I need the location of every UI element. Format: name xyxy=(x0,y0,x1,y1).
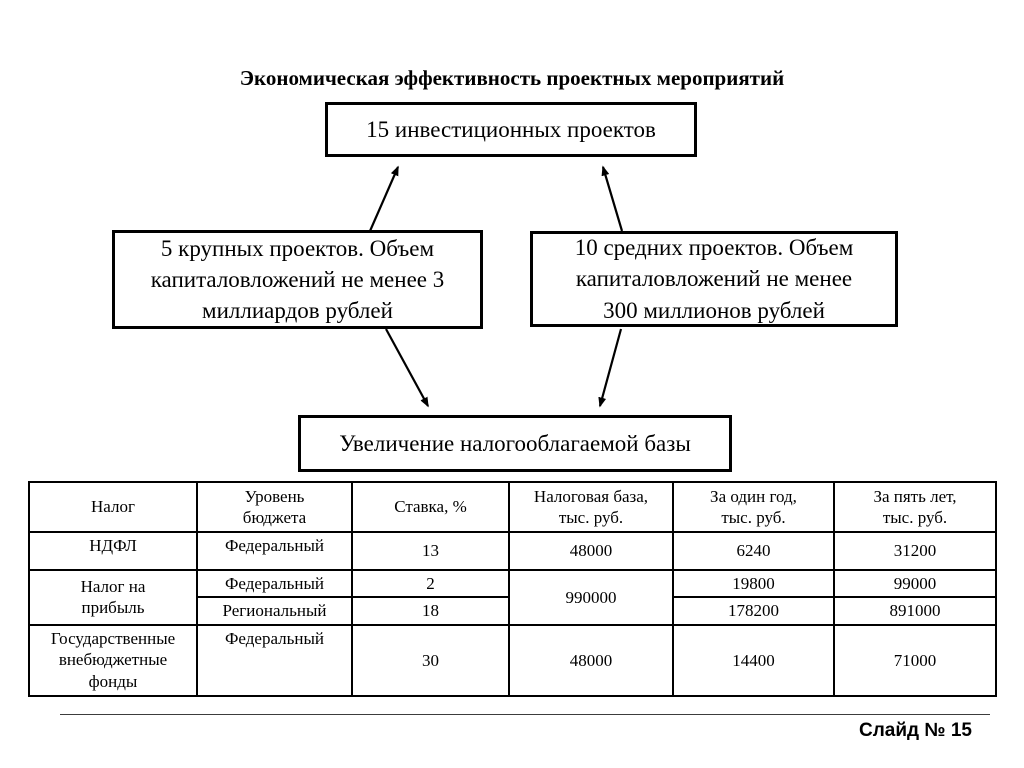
cell-funds-five-years: 71000 xyxy=(833,623,997,697)
diagram-box-investment-projects: 15 инвестиционных проектов xyxy=(325,102,697,157)
diagram-box-investment-projects-label: 15 инвестиционных проектов xyxy=(366,116,656,142)
col-header-budget-level: Уровень бюджета xyxy=(196,481,353,533)
tax-effect-table: Налог Уровень бюджета Ставка, % Налогова… xyxy=(28,481,997,697)
slide-number-label: Слайд № 15 xyxy=(859,720,972,741)
table-row-ndfl: НДФЛ Федеральный 13 48000 6240 31200 xyxy=(28,531,997,571)
table-row-profit-federal: Налог на прибыль Федеральный 2 990000 19… xyxy=(28,568,997,626)
diagram-box-medium-projects: 10 средних проектов. Объем капиталовложе… xyxy=(530,231,898,327)
arrow-right-up xyxy=(601,165,624,232)
cell-profit-regional-rate: 18 xyxy=(351,596,510,626)
cell-profit-federal-one-year: 19800 xyxy=(672,568,835,599)
cell-profit-regional-five-years: 891000 xyxy=(833,596,997,626)
cell-profit-regional-level: Региональный xyxy=(196,596,353,626)
cell-profit-tax: Налог на прибыль xyxy=(28,569,198,626)
cell-funds-one-year: 14400 xyxy=(672,623,835,697)
diagram-box-large-projects-label: 5 крупных проектов. Объем капиталовложен… xyxy=(150,235,445,324)
diagram-box-medium-projects-label: 10 средних проектов. Объем капиталовложе… xyxy=(574,235,854,323)
cell-profit-federal-five-years: 99000 xyxy=(833,568,997,599)
arrow-left-up xyxy=(368,165,400,232)
cell-funds-base: 48000 xyxy=(508,623,674,697)
diagram-box-large-projects: 5 крупных проектов. Объем капиталовложен… xyxy=(112,230,483,329)
cell-profit-regional-one-year: 178200 xyxy=(672,596,835,626)
cell-ndfl-level: Федеральный xyxy=(196,531,353,571)
table-row-profit-regional: Региональный 18 178200 891000 xyxy=(29,596,997,626)
cell-profit-federal-level: Федеральный xyxy=(196,568,353,599)
footer-divider xyxy=(60,714,990,715)
slide-title: Экономическая эффективность проектных ме… xyxy=(239,66,785,90)
cell-funds-level: Федеральный xyxy=(196,623,353,697)
table-row-funds: Государственные внебюджетные фонды Федер… xyxy=(28,623,997,697)
diagram-box-tax-base-increase: Увеличение налогооблагаемой базы xyxy=(298,415,732,472)
cell-ndfl-rate: 13 xyxy=(351,531,510,571)
cell-ndfl-five-years: 31200 xyxy=(833,531,997,571)
col-header-rate: Ставка, % xyxy=(351,481,510,533)
cell-profit-base: 990000 xyxy=(508,569,674,626)
table-header-row: Налог Уровень бюджета Ставка, % Налогова… xyxy=(28,481,997,533)
cell-ndfl-one-year: 6240 xyxy=(672,531,835,571)
col-header-five-years: За пять лет, тыс. руб. xyxy=(833,481,997,533)
col-header-tax-base: Налоговая база, тыс. руб. xyxy=(508,481,674,533)
arrow-right-down xyxy=(598,328,623,408)
col-header-one-year: За один год, тыс. руб. xyxy=(672,481,835,533)
cell-ndfl-tax: НДФЛ xyxy=(28,531,198,571)
diagram-box-tax-base-increase-label: Увеличение налогооблагаемой базы xyxy=(339,430,691,456)
cell-profit-federal-rate: 2 xyxy=(351,568,510,599)
arrow-left-down xyxy=(385,328,429,408)
cell-ndfl-base: 48000 xyxy=(508,531,674,571)
col-header-tax: Налог xyxy=(28,481,198,533)
cell-funds-rate: 30 xyxy=(351,623,510,697)
cell-funds-tax: Государственные внебюджетные фонды xyxy=(28,623,198,697)
